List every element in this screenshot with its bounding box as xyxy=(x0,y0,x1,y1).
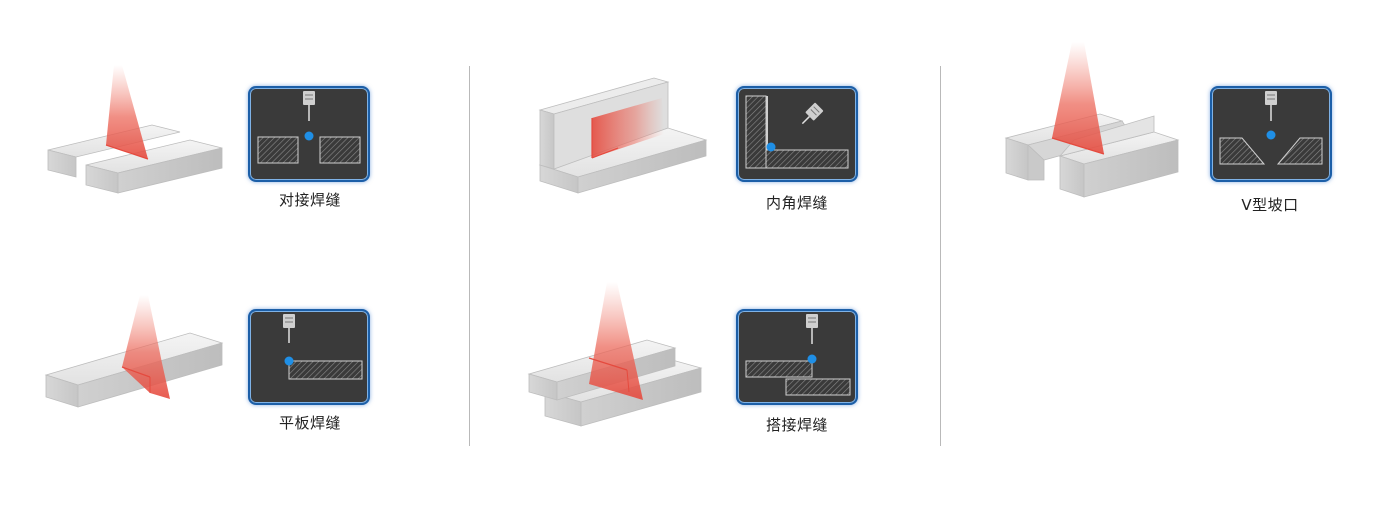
sensor-head-icon xyxy=(283,314,295,328)
laser-beam xyxy=(589,282,643,400)
flat-weld-illustration xyxy=(44,295,224,408)
weld-point-icon xyxy=(766,142,776,152)
caption-flat-weld: 平板焊缝 xyxy=(278,414,341,432)
laser-beam xyxy=(122,295,170,399)
weld-point-icon xyxy=(807,354,817,364)
divider-1 xyxy=(469,66,470,446)
caption-v-groove: V型坡口 xyxy=(1241,196,1299,214)
lap-weld-icon xyxy=(736,309,858,405)
butt-weld-icon xyxy=(248,86,370,182)
laser-beam xyxy=(592,98,664,158)
fillet-weld-illustration xyxy=(538,77,708,194)
caption-fillet-weld: 内角焊缝 xyxy=(765,194,828,212)
sensor-head-icon xyxy=(801,102,824,125)
laser-beam xyxy=(1052,42,1104,154)
fillet-weld-icon xyxy=(736,86,858,182)
divider-2 xyxy=(940,66,941,446)
weld-point-icon xyxy=(284,356,294,366)
sensor-head-icon xyxy=(806,314,818,328)
caption-lap-weld: 搭接焊缝 xyxy=(765,416,828,434)
v-groove-icon xyxy=(1210,86,1332,182)
sensor-head-icon xyxy=(303,91,315,105)
sensor-head-icon xyxy=(1265,91,1277,105)
weld-point-icon xyxy=(304,131,314,141)
laser-beam xyxy=(106,65,148,159)
butt-weld-illustration xyxy=(47,65,223,194)
flat-weld-icon xyxy=(248,309,370,405)
lap-weld-illustration xyxy=(527,282,703,427)
caption-butt-weld: 对接焊缝 xyxy=(278,191,341,209)
v-groove-illustration xyxy=(1004,42,1180,198)
weld-point-icon xyxy=(1266,130,1276,140)
